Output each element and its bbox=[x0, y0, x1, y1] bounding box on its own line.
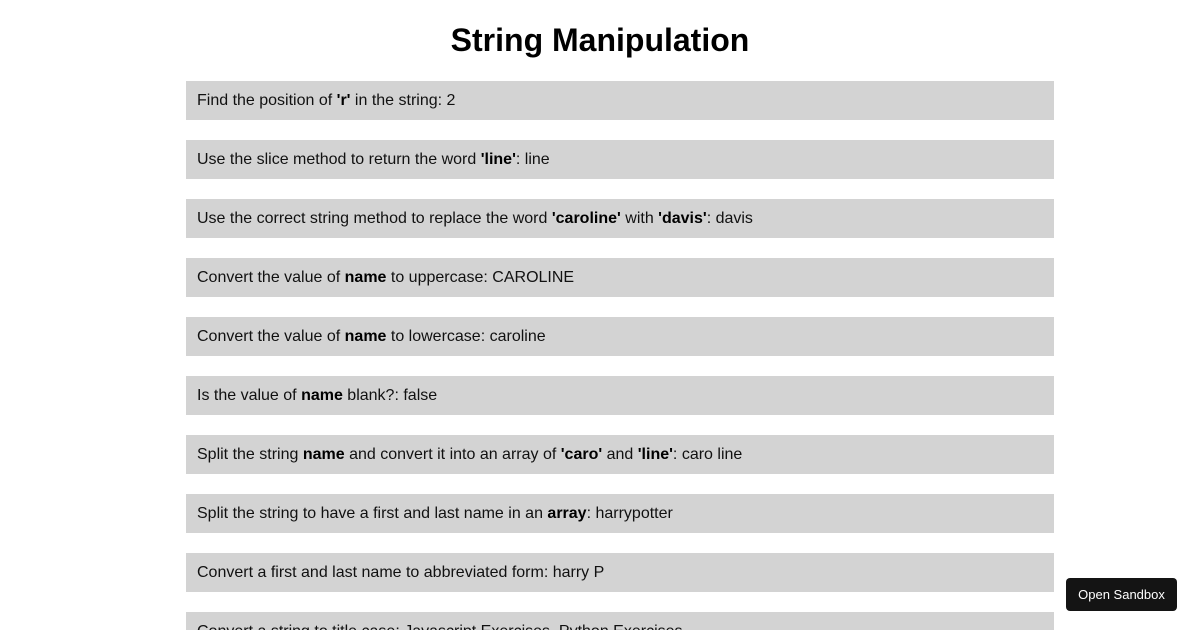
exercise-text: Convert a string to title case: Javascri… bbox=[197, 623, 683, 630]
exercise-item: Use the slice method to return the word … bbox=[186, 140, 1054, 179]
exercise-item: Convert the value of name to uppercase: … bbox=[186, 258, 1054, 297]
exercise-keyword: 'caroline' bbox=[551, 210, 621, 227]
page-title: String Manipulation bbox=[450, 22, 750, 58]
exercise-keyword: 'line' bbox=[480, 151, 516, 168]
exercise-text: in the string: 2 bbox=[350, 92, 456, 109]
exercise-text: Split the string to have a first and las… bbox=[197, 505, 548, 522]
exercise-text: Convert a first and last name to abbrevi… bbox=[197, 564, 605, 581]
exercise-keyword: name bbox=[344, 328, 387, 345]
exercise-text: and convert it into an array of bbox=[344, 446, 561, 463]
exercise-item: Is the value of name blank?: false bbox=[186, 376, 1054, 415]
exercise-text: Use the correct string method to replace… bbox=[197, 210, 552, 227]
exercise-text: : davis bbox=[706, 210, 753, 227]
exercise-keyword: 'line' bbox=[637, 446, 673, 463]
exercise-keyword: name bbox=[301, 387, 343, 404]
exercise-item: Split the string to have a first and las… bbox=[186, 494, 1054, 533]
exercise-item: Convert a first and last name to abbrevi… bbox=[186, 553, 1054, 592]
exercise-item: Find the position of 'r' in the string: … bbox=[186, 81, 1054, 120]
exercise-item: Convert a string to title case: Javascri… bbox=[186, 612, 1054, 630]
exercise-text: with bbox=[620, 210, 659, 227]
exercise-text: Is the value of bbox=[197, 387, 302, 404]
exercise-text: and bbox=[602, 446, 638, 463]
exercise-keyword: name bbox=[344, 269, 387, 286]
exercise-item: Split the string name and convert it int… bbox=[186, 435, 1054, 474]
exercise-text: Find the position of bbox=[197, 92, 337, 109]
exercise-text: : line bbox=[515, 151, 550, 168]
exercise-keyword: 'r' bbox=[336, 92, 351, 109]
open-sandbox-button[interactable]: Open Sandbox bbox=[1066, 578, 1177, 611]
exercise-keyword: 'davis' bbox=[658, 210, 707, 227]
exercise-text: : harrypotter bbox=[586, 505, 673, 522]
exercise-text: blank?: false bbox=[342, 387, 438, 404]
exercise-keyword: 'caro' bbox=[560, 446, 603, 463]
exercise-text: Split the string bbox=[197, 446, 303, 463]
exercise-item: Convert the value of name to lowercase: … bbox=[186, 317, 1054, 356]
exercise-list: Find the position of 'r' in the string: … bbox=[186, 81, 1054, 630]
exercise-text: Use the slice method to return the word bbox=[197, 151, 481, 168]
exercise-text: to lowercase: caroline bbox=[386, 328, 546, 345]
exercise-text: Convert the value of bbox=[197, 328, 345, 345]
exercise-keyword: name bbox=[302, 446, 345, 463]
exercise-keyword: array bbox=[547, 505, 587, 522]
exercise-text: Convert the value of bbox=[197, 269, 345, 286]
exercise-item: Use the correct string method to replace… bbox=[186, 199, 1054, 238]
exercise-text: to uppercase: CAROLINE bbox=[386, 269, 575, 286]
exercise-text: : caro line bbox=[672, 446, 743, 463]
